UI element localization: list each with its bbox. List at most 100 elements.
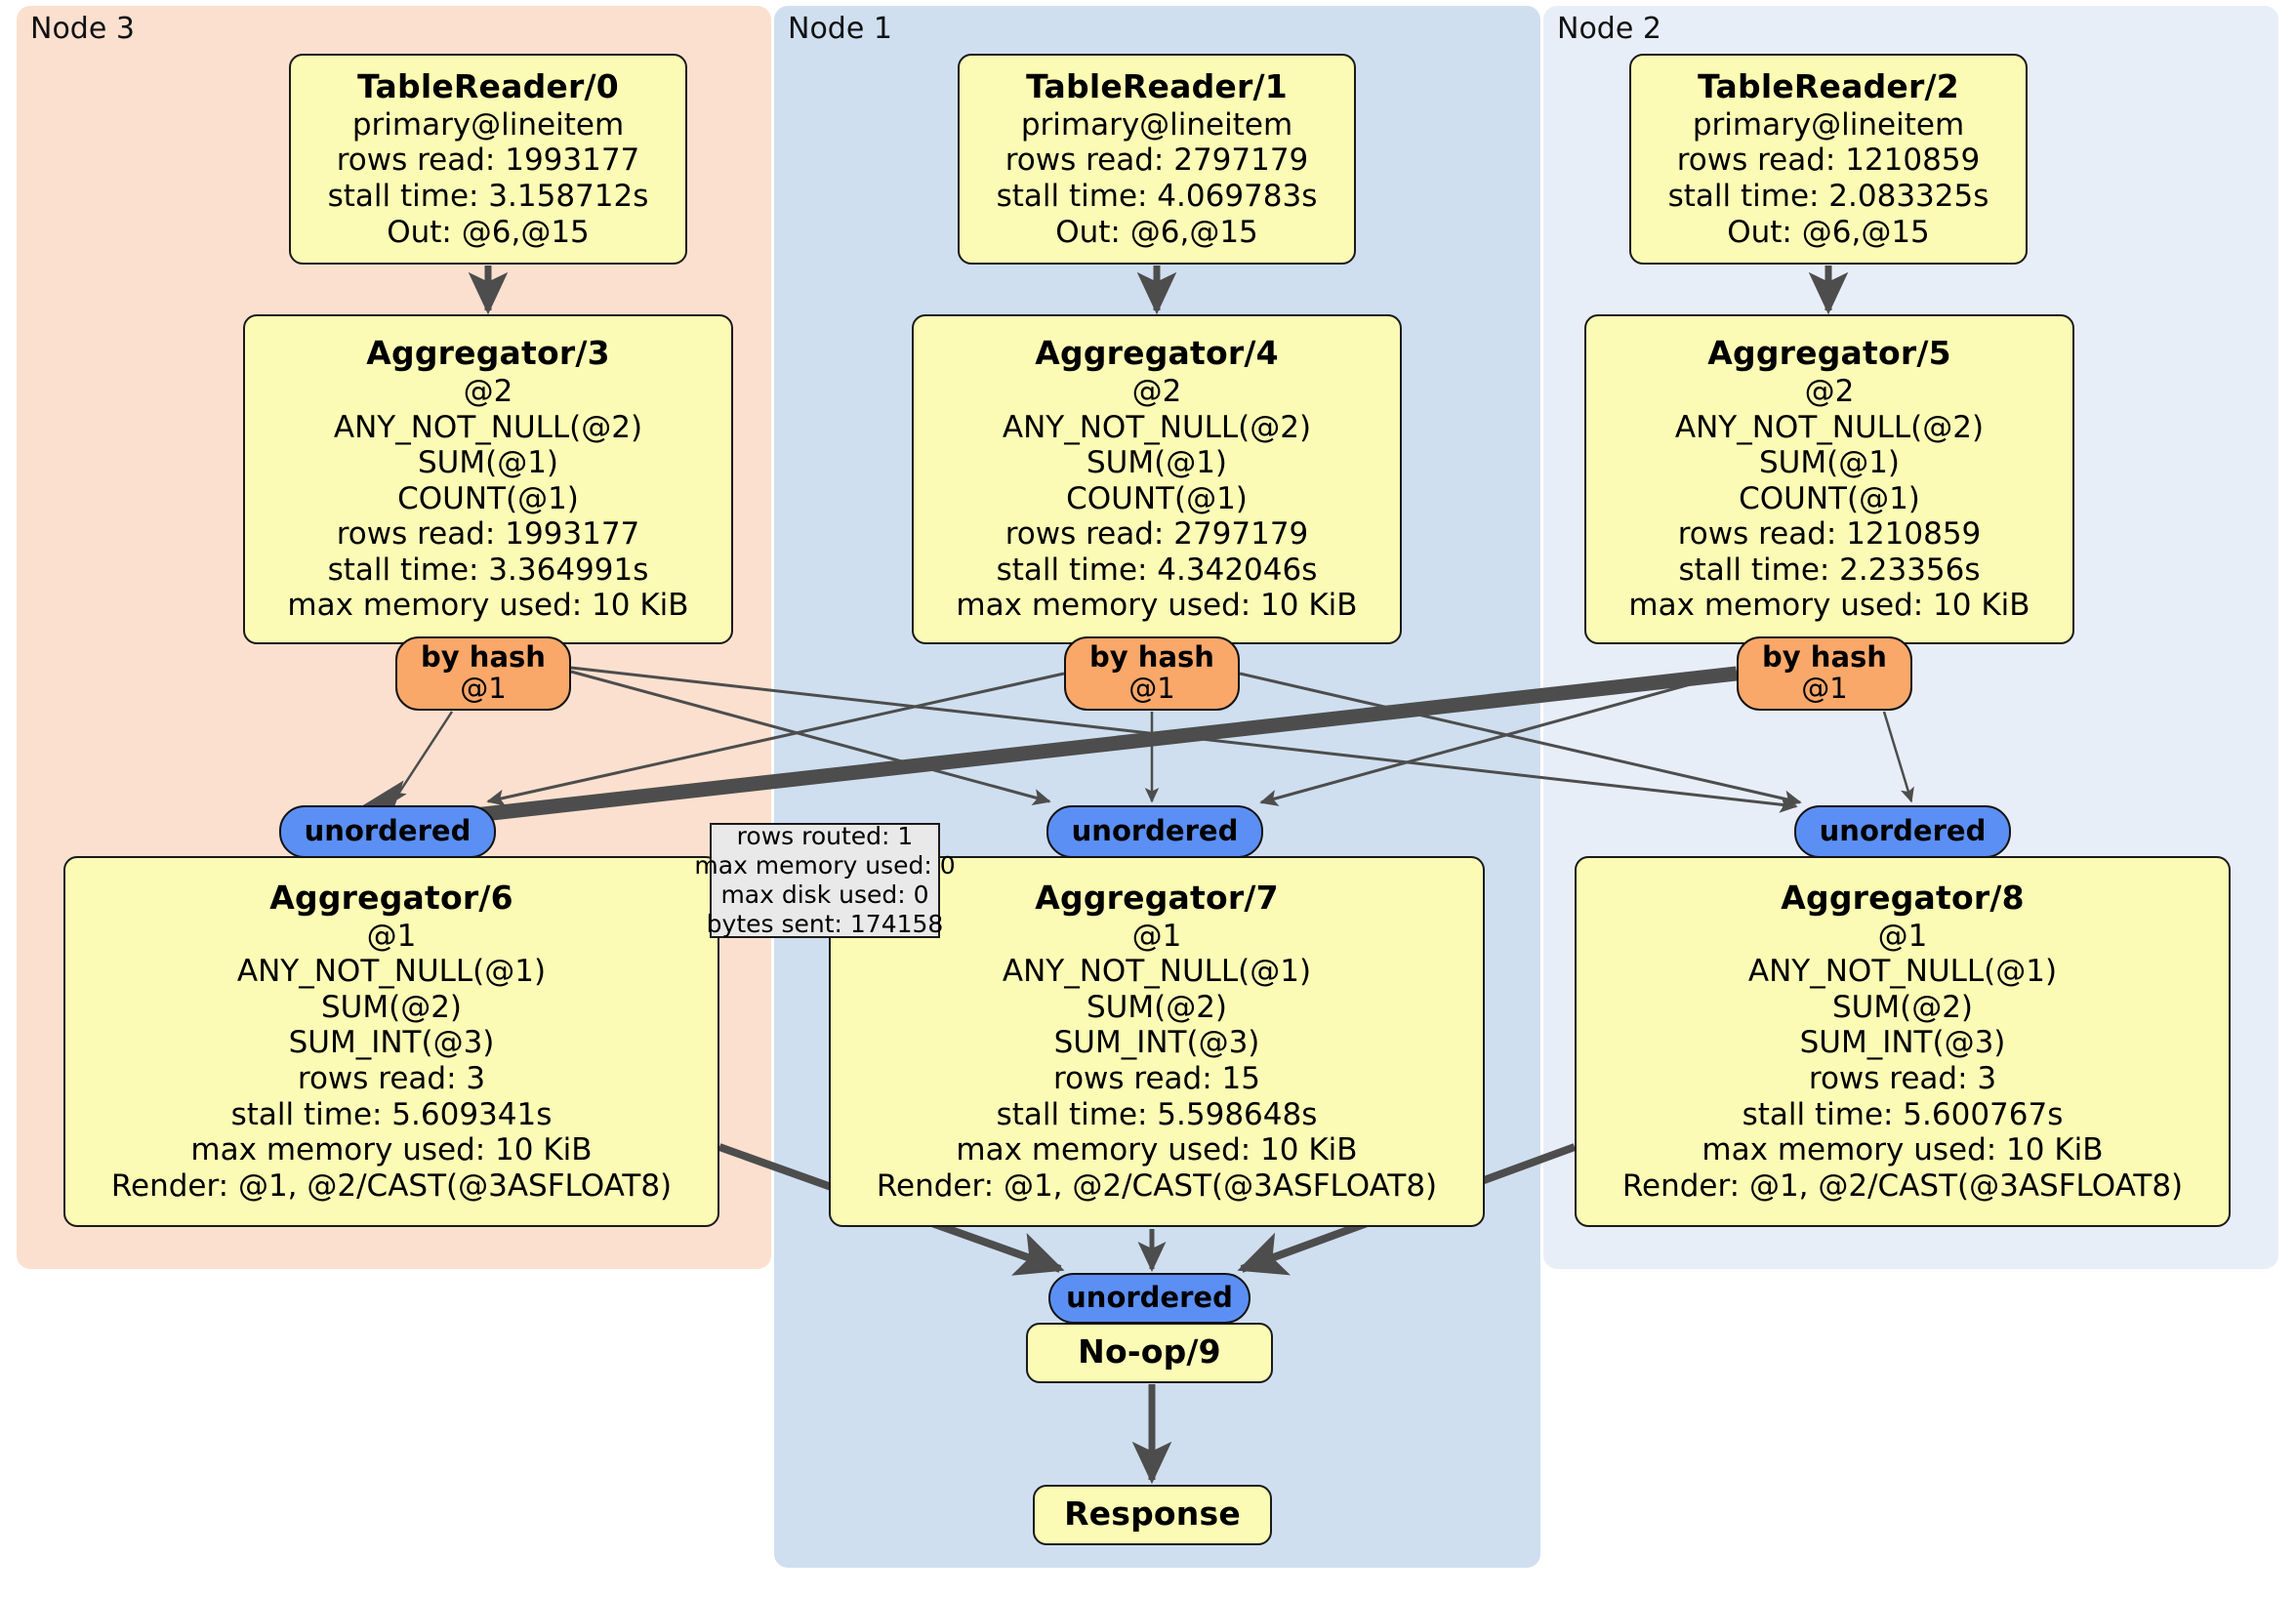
plan-node-detail-line: COUNT(@1): [1739, 480, 1920, 516]
plan-node-detail-line: SUM(@2): [320, 989, 463, 1025]
router-badge-label: by hash: [1089, 640, 1214, 675]
router-badge-column: @1: [1128, 672, 1175, 705]
plan-node-detail-line: stall time: 3.158712s: [327, 178, 649, 214]
plan-node-detail-line: stall time: 5.609341s: [230, 1096, 553, 1132]
plan-node-detail-line: max memory used: 10 KiB: [1702, 1132, 2104, 1168]
plan-node-title: Aggregator/7: [1035, 878, 1279, 917]
plan-node-detail-line: @1: [1131, 918, 1182, 954]
plan-node-detail-line: SUM(@1): [1758, 445, 1901, 481]
plan-node-detail-line: primary@lineitem: [1692, 106, 1965, 143]
synchronizer-badge-label: unordered: [304, 814, 472, 848]
synchronizer-badge-label: unordered: [1071, 814, 1239, 848]
plan-node-title: Aggregator/8: [1781, 878, 2025, 917]
plan-node-title: No-op/9: [1078, 1332, 1221, 1372]
plan-node-detail-line: stall time: 3.364991s: [327, 552, 649, 588]
plan-node-detail-line: rows read: 1210859: [1676, 143, 1981, 179]
router-badge-label: by hash: [421, 640, 546, 675]
stream-stats-line: rows routed: 1: [736, 822, 914, 850]
synchronizer-badge-unordered7[interactable]: unordered: [1046, 805, 1263, 858]
plan-node-title: TableReader/1: [1026, 66, 1288, 105]
plan-node-detail-line: @2: [463, 373, 513, 409]
plan-node-response[interactable]: Response: [1033, 1485, 1272, 1545]
plan-node-detail-line: max memory used: 10 KiB: [956, 1132, 1358, 1168]
plan-node-detail-line: COUNT(@1): [1066, 480, 1248, 516]
plan-node-detail-line: primary@lineitem: [1020, 106, 1293, 143]
plan-node-detail-line: SUM_INT(@3): [1053, 1025, 1260, 1061]
plan-node-title: TableReader/0: [357, 66, 619, 105]
router-badge-column: @1: [1801, 672, 1848, 705]
plan-node-detail-line: ANY_NOT_NULL(@2): [333, 409, 643, 445]
plan-node-detail-line: max memory used: 10 KiB: [1628, 588, 2030, 624]
plan-node-detail-line: rows read: 3: [297, 1060, 486, 1096]
plan-node-detail-line: rows read: 2797179: [1004, 143, 1309, 179]
stream-stats-line: max disk used: 0: [720, 880, 929, 909]
plan-node-detail-line: SUM(@2): [1831, 989, 1974, 1025]
edge-h3-u6: [391, 711, 454, 803]
plan-node-detail-line: stall time: 4.342046s: [996, 552, 1318, 588]
plan-node-title: Aggregator/6: [269, 878, 513, 917]
plan-node-detail-line: Out: @6,@15: [1055, 214, 1258, 250]
plan-node-detail-line: stall time: 5.598648s: [996, 1096, 1318, 1132]
plan-node-title: Aggregator/3: [366, 334, 610, 372]
plan-node-detail-line: SUM_INT(@3): [288, 1025, 495, 1061]
edge-h3-u7: [570, 670, 1051, 805]
cluster-label-node1: Node 1: [788, 12, 892, 46]
plan-node-detail-line: SUM(@1): [1086, 445, 1228, 481]
plan-node-title: Aggregator/4: [1035, 334, 1279, 372]
plan-node-detail-line: rows read: 1993177: [336, 143, 640, 179]
stream-stats-line: bytes sent: 174158: [706, 910, 944, 938]
plan-node-detail-line: ANY_NOT_NULL(@2): [1674, 409, 1985, 445]
synchronizer-badge-unordered9[interactable]: unordered: [1048, 1273, 1250, 1324]
plan-node-detail-line: @1: [366, 918, 417, 954]
plan-node-noop9[interactable]: No-op/9: [1026, 1323, 1273, 1383]
plan-node-detail-line: @1: [1877, 918, 1928, 954]
plan-node-title: Response: [1064, 1495, 1241, 1534]
plan-node-title: Aggregator/5: [1707, 334, 1951, 372]
plan-node-detail-line: Render: @1, @2/CAST(@3ASFLOAT8): [876, 1167, 1438, 1204]
plan-node-detail-line: Render: @1, @2/CAST(@3ASFLOAT8): [1621, 1167, 2184, 1204]
plan-node-detail-line: stall time: 4.069783s: [996, 178, 1318, 214]
router-badge-label: by hash: [1762, 640, 1887, 675]
plan-node-detail-line: ANY_NOT_NULL(@2): [1002, 409, 1312, 445]
plan-node-detail-line: @2: [1131, 373, 1182, 409]
edge-h5-u8: [1882, 711, 1914, 803]
router-badge-column: @1: [460, 672, 507, 705]
router-badge-byhash4[interactable]: by hash@1: [1064, 636, 1240, 711]
plan-node-detail-line: rows read: 2797179: [1004, 516, 1309, 553]
plan-node-detail-line: max memory used: 10 KiB: [287, 588, 689, 624]
edge-h5-u6: [318, 666, 1738, 865]
plan-node-detail-line: COUNT(@1): [397, 480, 579, 516]
plan-node-detail-line: Out: @6,@15: [387, 214, 590, 250]
plan-node-detail-line: rows read: 1993177: [336, 516, 640, 553]
plan-node-detail-line: ANY_NOT_NULL(@1): [1002, 954, 1312, 990]
router-badge-byhash5[interactable]: by hash@1: [1737, 636, 1912, 711]
plan-node-title: TableReader/2: [1698, 66, 1959, 105]
plan-node-detail-line: SUM_INT(@3): [1799, 1025, 2006, 1061]
plan-node-detail-line: @2: [1804, 373, 1855, 409]
plan-node-detail-line: max memory used: 10 KiB: [956, 588, 1358, 624]
edge-h4-u6: [486, 672, 1065, 806]
plan-node-detail-line: stall time: 2.083325s: [1667, 178, 1989, 214]
router-badge-byhash3[interactable]: by hash@1: [395, 636, 571, 711]
plan-node-detail-line: rows read: 1210859: [1677, 516, 1982, 553]
plan-node-detail-line: max memory used: 10 KiB: [190, 1132, 593, 1168]
synchronizer-badge-unordered8[interactable]: unordered: [1794, 805, 2011, 858]
synchronizer-badge-label: unordered: [1819, 814, 1987, 848]
synchronizer-badge-label: unordered: [1066, 1281, 1233, 1315]
plan-node-detail-line: Out: @6,@15: [1727, 214, 1930, 250]
stream-stats-line: max memory used: 0: [694, 851, 956, 880]
plan-node-detail-line: ANY_NOT_NULL(@1): [236, 954, 547, 990]
synchronizer-badge-unordered6[interactable]: unordered: [279, 805, 496, 858]
plan-node-detail-line: Render: @1, @2/CAST(@3ASFLOAT8): [110, 1167, 673, 1204]
plan-node-detail-line: stall time: 5.600767s: [1742, 1096, 2064, 1132]
